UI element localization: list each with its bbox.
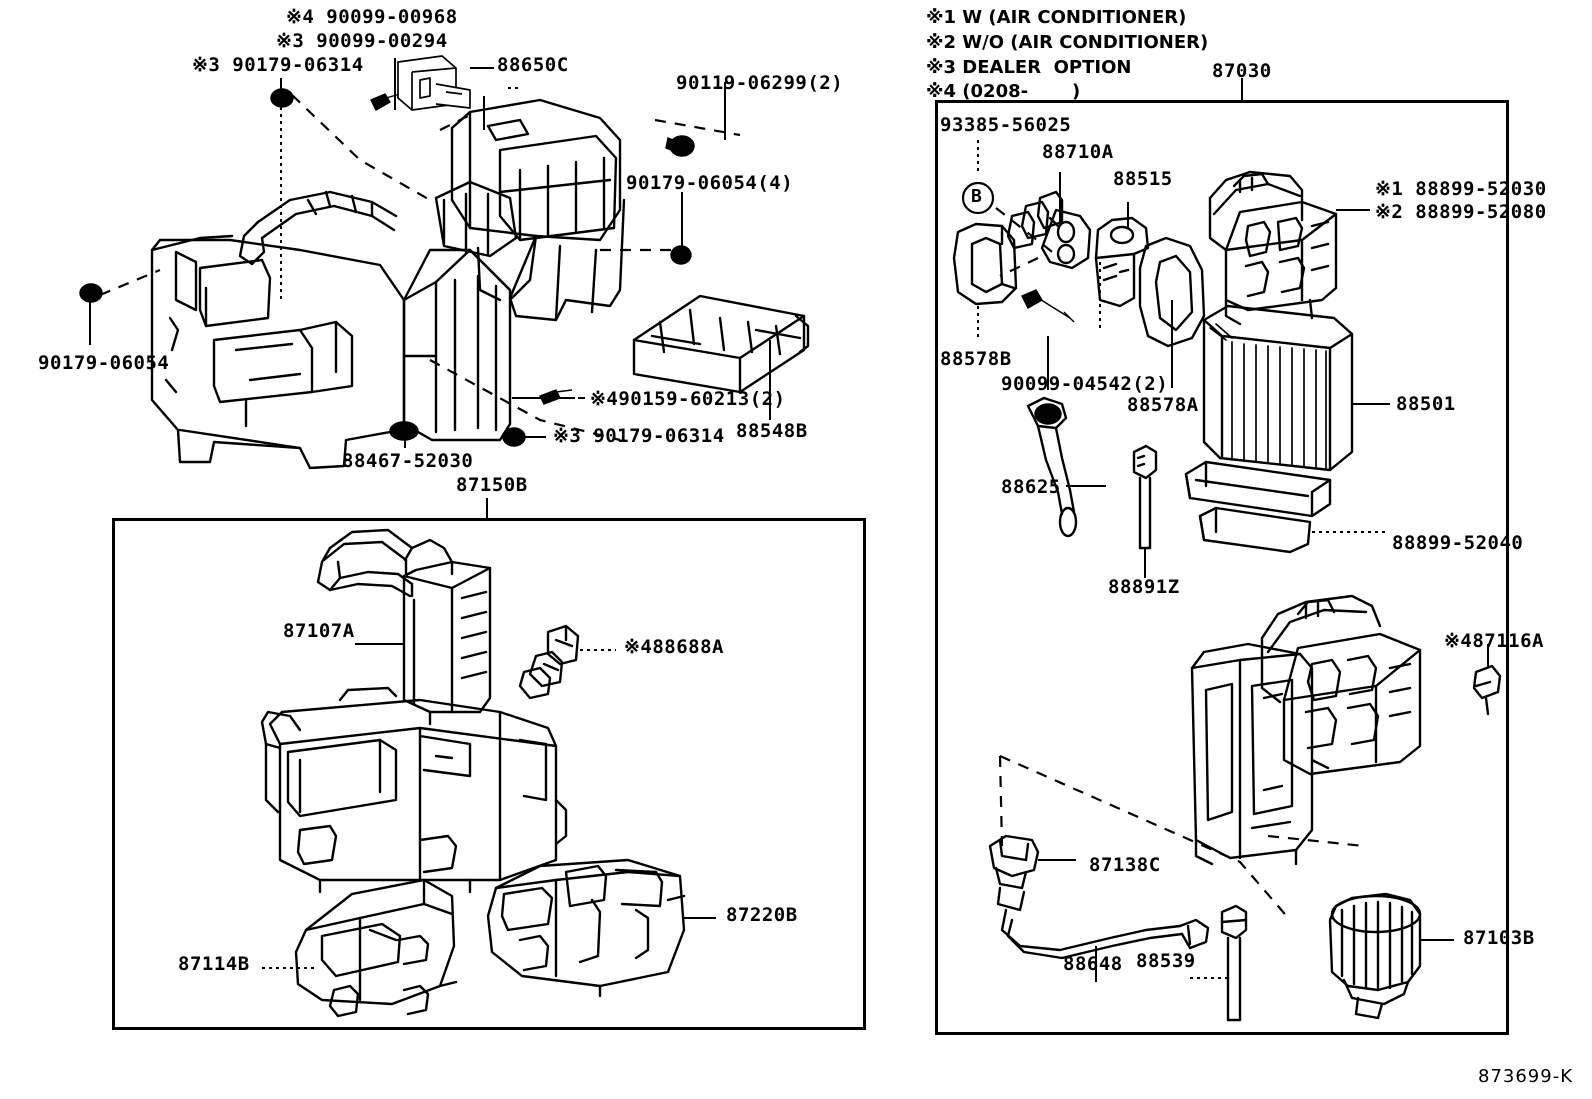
label-90119-06299: 90119-06299(2) xyxy=(676,72,844,94)
label-87107A: 87107A xyxy=(283,620,355,642)
label-90179-06314-top: ※3 90179-06314 xyxy=(192,54,364,76)
label-88578B: 88578B xyxy=(940,348,1012,370)
label-88891Z: 88891Z xyxy=(1108,576,1180,598)
label-88710A: 88710A xyxy=(1042,141,1114,163)
label-88501: 88501 xyxy=(1396,393,1456,415)
label-87138C: 87138C xyxy=(1089,854,1161,876)
label-90179-06054-4: 90179-06054(4) xyxy=(626,172,794,194)
label-90179-06054: 90179-06054 xyxy=(38,352,170,374)
label-90159-60213: ※490159-60213(2) xyxy=(590,388,786,410)
label-90179-06314-low: ※3 90179-06314 xyxy=(553,425,725,447)
label-88539: 88539 xyxy=(1136,950,1196,972)
label-88578A: 88578A xyxy=(1127,394,1199,416)
label-88548B: 88548B xyxy=(736,420,808,442)
label-90099-04542: 90099-04542(2) xyxy=(1001,373,1169,395)
label-88650C: 88650C xyxy=(497,54,569,76)
label-87114B: 87114B xyxy=(178,953,250,975)
label-87103B: 87103B xyxy=(1463,927,1535,949)
label-88899-52030: ※1 88899-52030 xyxy=(1375,178,1547,200)
label-87150B: 87150B xyxy=(456,474,528,496)
label-88625: 88625 xyxy=(1001,476,1061,498)
label-90099-00968: ※4 90099-00968 xyxy=(286,6,458,28)
label-87220B: 87220B xyxy=(726,904,798,926)
left-panel-box xyxy=(112,518,866,1030)
label-88648: 88648 xyxy=(1063,953,1123,975)
label-87030: 87030 xyxy=(1212,60,1272,82)
sheet-code: 873699-K xyxy=(1478,1066,1574,1087)
right-panel-box xyxy=(935,100,1509,1035)
label-88688A: ※488688A xyxy=(624,636,724,658)
legend-notes: ※1 W (AIR CONDITIONER) ※2 W/O (AIR CONDI… xyxy=(926,7,1209,103)
label-93385-56025: 93385-56025 xyxy=(940,114,1072,136)
label-88899-52040: 88899-52040 xyxy=(1392,532,1524,554)
label-b-marker: B xyxy=(971,186,983,207)
label-88515: 88515 xyxy=(1113,168,1173,190)
label-90099-00294: ※3 90099-00294 xyxy=(276,30,448,52)
label-88467-52030: 88467-52030 xyxy=(342,450,474,472)
label-87116A: ※487116A xyxy=(1444,630,1544,652)
label-88899-52080: ※2 88899-52080 xyxy=(1375,201,1547,223)
